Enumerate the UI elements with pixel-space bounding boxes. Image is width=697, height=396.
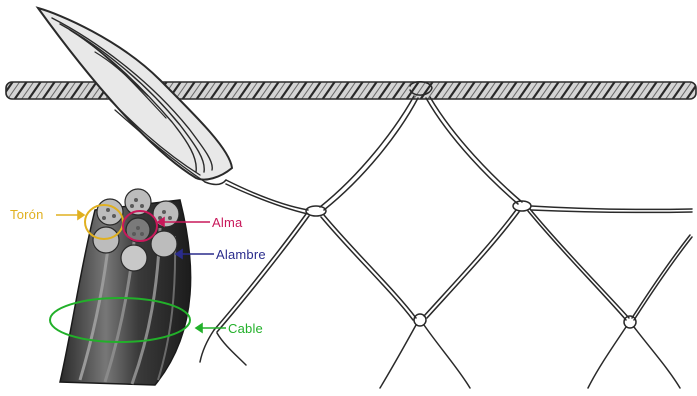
alambre-label: Alambre (216, 247, 266, 262)
alambre-arrow (176, 250, 214, 258)
cable-arrow (196, 324, 226, 332)
cable-label: Cable (228, 321, 263, 336)
knotted-mesh-icon (200, 82, 692, 388)
wire-cable-icon (50, 189, 191, 385)
toron-arrow (56, 211, 84, 219)
toron-label: Torón (10, 207, 44, 222)
alma-label: Alma (212, 215, 243, 230)
